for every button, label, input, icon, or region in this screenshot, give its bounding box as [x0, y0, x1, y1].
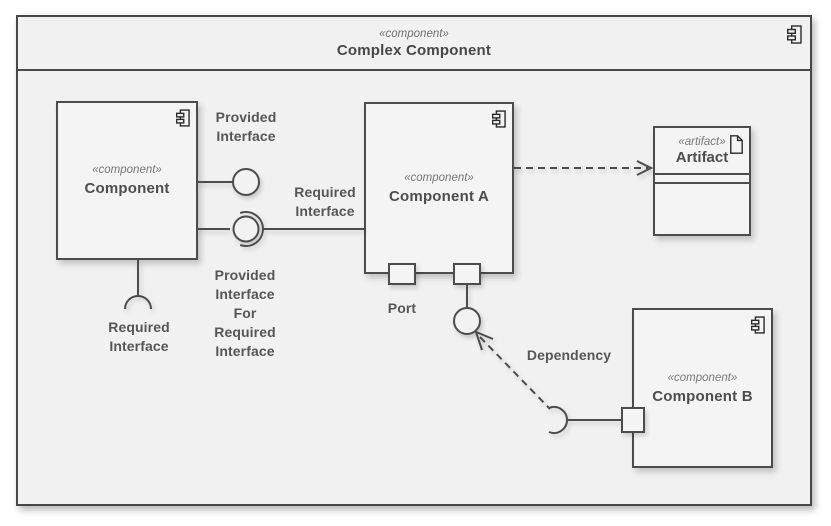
component-name: Component — [84, 180, 170, 197]
label-required-interface-a: Required Interface — [294, 184, 356, 219]
component-icon — [787, 25, 802, 44]
frame-stereotype: «component» — [379, 28, 449, 40]
node-component-a: «component» Component A — [364, 102, 514, 274]
artifact-icon — [730, 135, 743, 154]
label-provided-interface-for-required-interface: Provided Interface For Required Interfac… — [214, 267, 276, 359]
frame-header: «component» Complex Component — [18, 17, 810, 71]
component-stereotype: «component» — [92, 164, 162, 176]
component-a-name: Component A — [389, 187, 489, 205]
artifact-name: Artifact — [675, 149, 729, 166]
frame-title: Complex Component — [336, 42, 492, 59]
component-icon — [492, 110, 506, 128]
artifact-compartment-divider — [655, 173, 749, 184]
label-port: Port — [387, 300, 417, 316]
artifact-header: «artifact» Artifact — [655, 128, 749, 173]
label-provided-interface: Provided Interface — [215, 109, 277, 144]
label-dependency: Dependency — [526, 347, 612, 363]
component-b-name: Component B — [652, 387, 753, 405]
component-b-stereotype: «component» — [667, 371, 738, 384]
component-a-stereotype: «component» — [404, 171, 474, 184]
node-component: «component» Component — [56, 101, 198, 260]
node-component-b: «component» Component B — [632, 308, 773, 468]
component-icon — [751, 316, 765, 334]
artifact-body-compartment — [655, 184, 749, 234]
component-icon — [176, 109, 190, 127]
node-artifact: «artifact» Artifact — [653, 126, 751, 236]
artifact-stereotype: «artifact» — [678, 136, 726, 148]
label-required-interface: Required Interface — [108, 319, 170, 354]
